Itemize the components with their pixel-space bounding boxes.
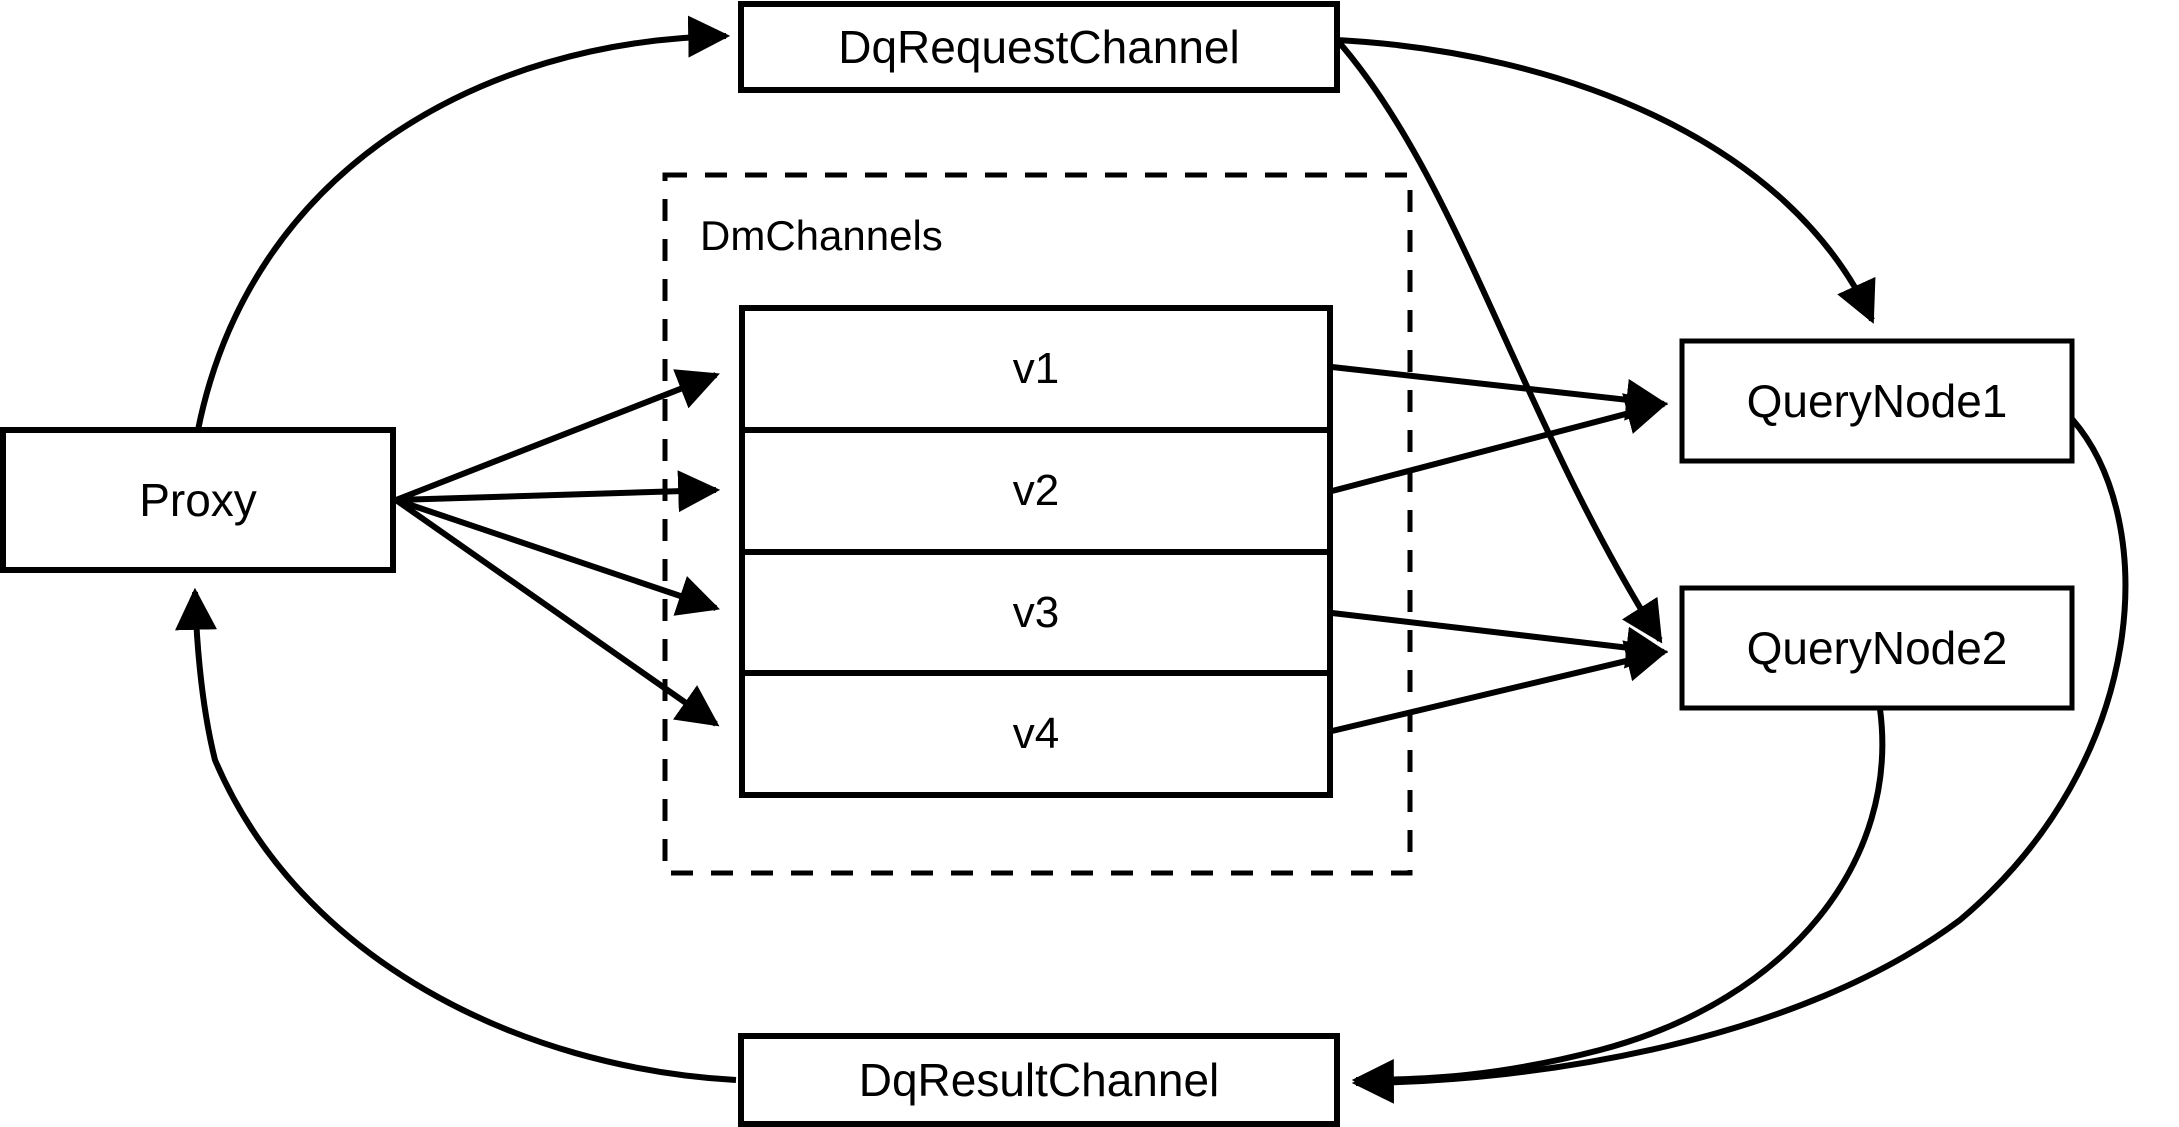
edge-dq-request-channel-to-query-node-1 — [1336, 37, 1876, 324]
edge-dq-result-channel-to-proxy — [175, 587, 737, 1083]
edge-proxy-to-v3 — [395, 497, 720, 616]
edge-dq-request-channel-to-query-node-2 — [1334, 38, 1663, 644]
edge-proxy-to-v1 — [394, 369, 720, 503]
edge-v3-to-query-node-2 — [1331, 610, 1669, 669]
edge-proxy-to-dq-request-channel — [195, 15, 731, 431]
proxy-box[interactable] — [0, 427, 396, 573]
edge-proxy-to-v2 — [395, 470, 721, 513]
dm-channels-group-label: DmChannels — [700, 212, 943, 259]
edge-v4-to-query-node-2 — [1331, 640, 1669, 734]
dq-result-channel-box[interactable] — [738, 1033, 1340, 1127]
dm-channels-group-box — [662, 172, 1413, 876]
edge-v2-to-query-node-1 — [1331, 393, 1669, 494]
edge-query-node-2-to-dq-result-channel — [1351, 708, 1886, 1101]
edge-query-node-1-to-dq-result-channel — [1351, 417, 2129, 1104]
query-node-2-box[interactable] — [1679, 585, 2075, 711]
dq-request-channel-box[interactable] — [738, 1, 1340, 93]
query-node-1-box[interactable] — [1679, 338, 2075, 464]
edge-proxy-to-v4 — [394, 497, 720, 727]
edge-v1-to-query-node-1 — [1331, 364, 1669, 421]
